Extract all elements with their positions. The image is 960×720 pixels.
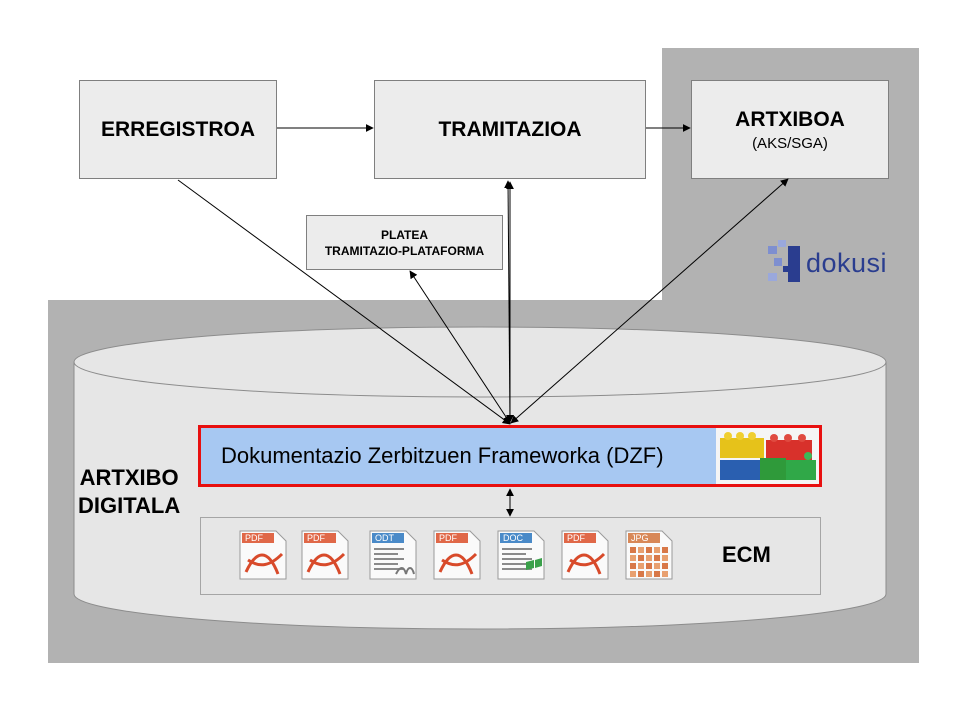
pdf-file-icon[interactable]: PDF [300, 530, 350, 580]
dzf-label: Dokumentazio Zerbitzuen Frameworka (DZF) [221, 443, 664, 468]
pdf-file-icon[interactable]: PDF [238, 530, 288, 580]
ecm-label: ECM [722, 542, 771, 567]
dokusi-logo-text: dokusi [806, 248, 888, 278]
arrow-artxiboa-dzf [510, 178, 789, 424]
doc-file-icon[interactable]: DOC [496, 530, 546, 580]
erregistroa-label: ERREGISTROA [100, 117, 255, 141]
arrow-platea-dzf [409, 270, 511, 424]
repository-label-line2: DIGITALA [78, 493, 181, 518]
lego-bricks-icon [716, 428, 819, 484]
repository-label: ARTXIBO DIGITALA [78, 464, 180, 520]
file-type-label: PDF [439, 533, 458, 543]
odt-file-icon[interactable]: ODT [368, 530, 418, 580]
file-type-label: PDF [567, 533, 586, 543]
file-type-label: JPG [631, 533, 649, 543]
jpg-file-icon[interactable]: JPG [624, 530, 674, 580]
artxiboa-sublabel: (AKS/SGA) [752, 134, 828, 152]
artxiboa-box[interactable]: ARTXIBOA (AKS/SGA) [691, 80, 889, 179]
artxiboa-label: ARTXIBOA [735, 107, 845, 131]
arrow-erregistroa-dzf [177, 179, 511, 425]
pdf-file-icon[interactable]: PDF [560, 530, 610, 580]
tramitazioa-box[interactable]: TRAMITAZIOA [374, 80, 646, 179]
erregistroa-box[interactable]: ERREGISTROA [79, 80, 277, 179]
tramitazioa-label: TRAMITAZIOA [438, 117, 582, 141]
file-type-label: PDF [245, 533, 264, 543]
file-type-label: ODT [375, 533, 395, 543]
platea-label: PLATEA [380, 227, 429, 242]
file-type-label: DOC [503, 533, 524, 543]
platea-sublabel: TRAMITAZIO-PLATAFORMA [324, 243, 485, 258]
platea-box[interactable]: PLATEA TRAMITAZIO-PLATAFORMA [306, 215, 503, 270]
repository-label-line1: ARTXIBO [79, 465, 179, 490]
pdf-file-icon[interactable]: PDF [432, 530, 482, 580]
file-type-label: PDF [307, 533, 326, 543]
